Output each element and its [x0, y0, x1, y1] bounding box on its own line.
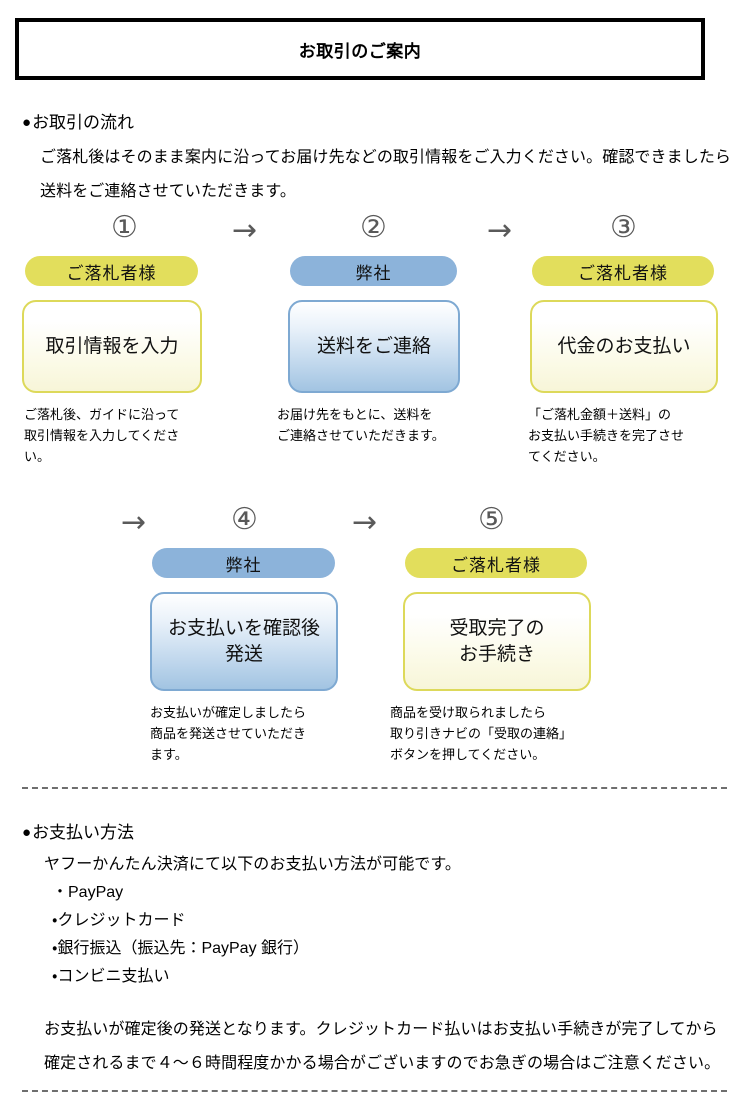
flow-arrow-4: →: [352, 505, 378, 540]
step-action-label-5: 受取完了のお手続き: [449, 618, 545, 665]
step-role-label-5: ご落札者様: [451, 555, 541, 575]
step-role-label-2: 弊社: [355, 263, 392, 283]
step-role-label-4: 弊社: [225, 555, 262, 575]
flow-section-heading: ●お取引の流れ: [22, 108, 134, 133]
payment-method-item-3: ・銀行振込（振込先：PayPay 銀行）: [52, 940, 310, 957]
step-action-box-1: 取引情報を入力: [22, 300, 202, 393]
page-title: お取引のご案内: [298, 41, 422, 61]
step-action-box-2: 送料をご連絡: [288, 300, 460, 393]
step-number-2: ②: [360, 210, 387, 245]
step-caption-3: 「ご落札金額＋送料」の お支払い手続きを完了させ てください。: [528, 407, 685, 465]
document-title-banner: お取引のご案内: [15, 18, 705, 80]
step-number-1: ①: [111, 210, 138, 245]
payment-section-heading-label: お支払い方法: [32, 823, 135, 842]
step-role-pill-4: 弊社: [152, 548, 335, 578]
step-action-box-3: 代金のお支払い: [530, 300, 718, 393]
flow-arrow-3: →: [121, 505, 147, 540]
step-action-label-2: 送料をご連絡: [316, 335, 431, 357]
step-number-3: ③: [610, 210, 637, 245]
flow-intro-line-2: 送料をご連絡させていただきます。: [40, 183, 297, 200]
payment-note-line-1: お支払いが確定後の発送となります。クレジットカード払いはお支払い手続きが完了して…: [44, 1021, 718, 1038]
step-role-label-1: ご落札者様: [66, 263, 157, 283]
step-number-4: ④: [231, 502, 258, 537]
payment-note-line-2: 確定されるまで４～６時間程度かかる場合がございますのでお急ぎの場合はご注意くださ…: [44, 1055, 721, 1072]
payment-lead-text: ヤフーかんたん決済にて以下のお支払い方法が可能です。: [44, 856, 462, 873]
step-caption-4: お支払いが確定しましたら 商品を発送させていただき ます。: [150, 705, 307, 763]
step-caption-1: ご落札後、ガイドに沿って 取引情報を入力してくださ い。: [24, 407, 180, 465]
step-action-box-5: 受取完了のお手続き: [403, 592, 591, 691]
step-role-label-3: ご落札者様: [578, 263, 668, 283]
section-divider-top: [22, 787, 727, 789]
step-role-pill-3: ご落札者様: [532, 256, 714, 286]
step-number-5: ⑤: [478, 502, 505, 537]
step-action-label-1: 取引情報を入力: [45, 335, 179, 357]
step-caption-2: お届け先をもとに、送料を ご連絡させていただきます。: [277, 407, 445, 444]
flow-arrow-1: →: [232, 213, 258, 248]
step-action-box-4: お支払いを確認後発送: [150, 592, 338, 691]
payment-method-item-1: ・PayPay: [52, 884, 124, 901]
flow-intro-line-1: ご落札後はそのまま案内に沿ってお届け先などの取引情報をご入力ください。確認できま…: [40, 149, 732, 166]
flow-section-heading-label: お取引の流れ: [32, 113, 135, 132]
bullet-icon: ●: [22, 114, 32, 131]
step-caption-5: 商品を受け取られましたら 取り引きナビの「受取の連絡」 ボタンを押してください。: [390, 705, 573, 763]
payment-method-item-2: ・クレジットカード: [52, 912, 186, 929]
flow-arrow-2: →: [487, 213, 513, 248]
bullet-icon: ●: [22, 824, 32, 841]
step-role-pill-2: 弊社: [290, 256, 457, 286]
step-role-pill-5: ご落札者様: [405, 548, 587, 578]
section-divider-bottom: [22, 1090, 727, 1092]
step-action-label-4: お支払いを確認後発送: [167, 618, 320, 665]
payment-method-item-4: ・コンビニ支払い: [52, 968, 170, 985]
step-action-label-3: 代金のお支払い: [557, 335, 691, 357]
step-role-pill-1: ご落札者様: [25, 256, 198, 286]
payment-section-heading: ●お支払い方法: [22, 818, 134, 843]
